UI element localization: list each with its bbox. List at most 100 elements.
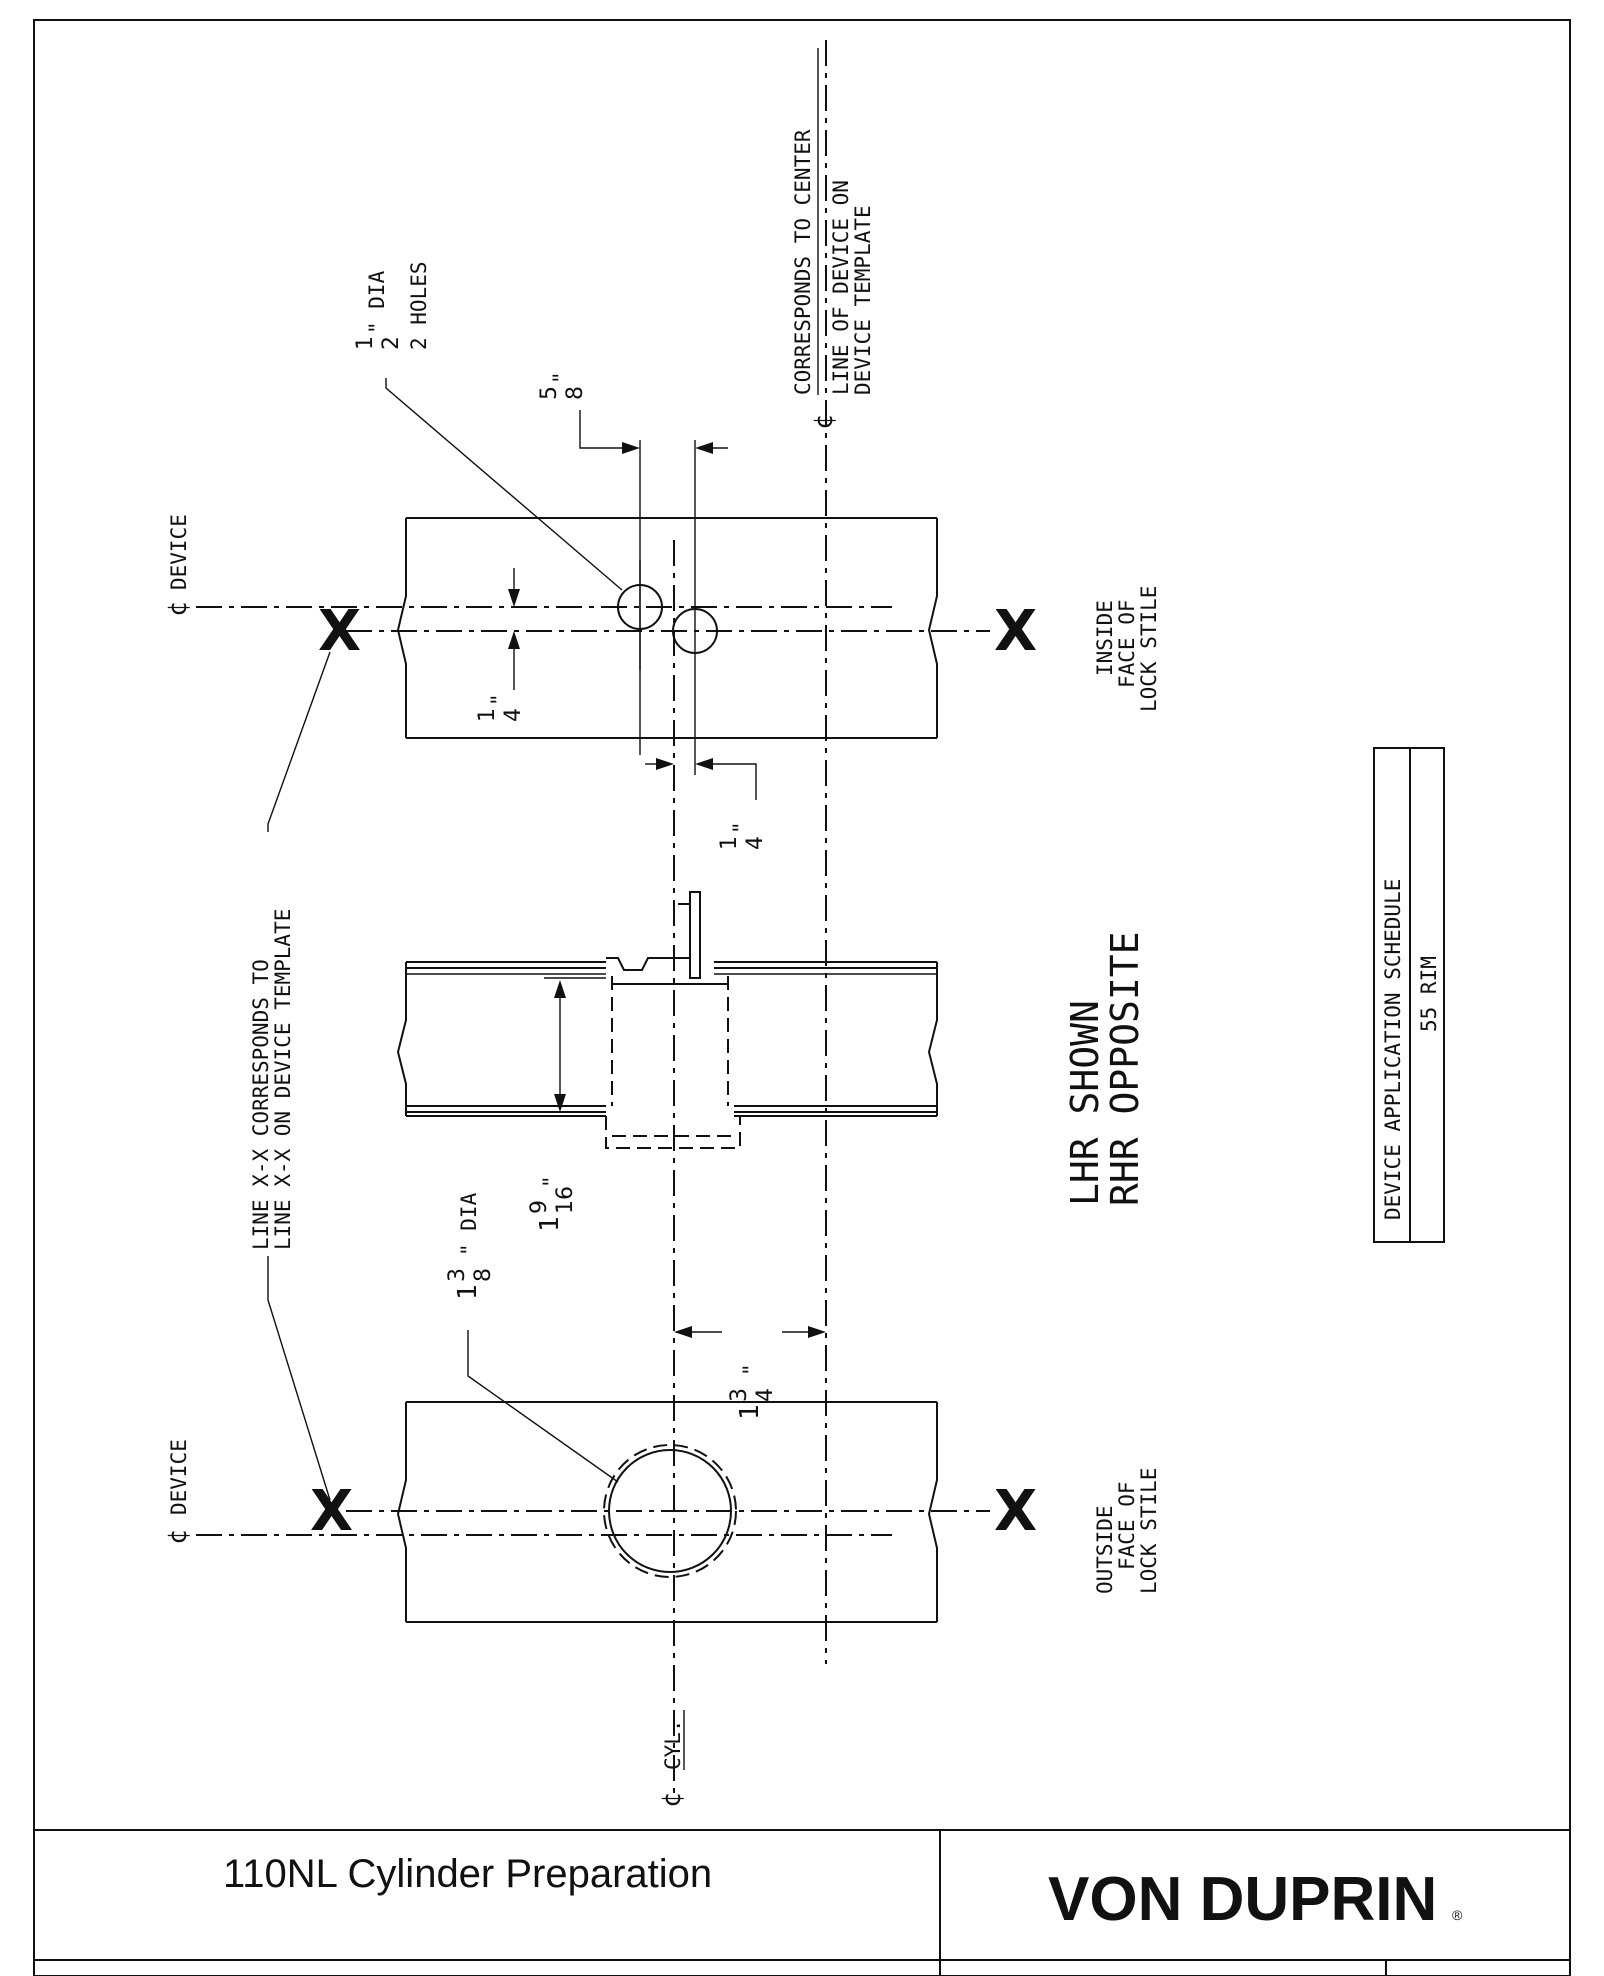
three-quarters-callout: 1 3 4 " [727, 1363, 778, 1420]
quarter-b-leader-right [712, 763, 757, 800]
half-dia-callout: 1 2 " DIA 2 HOLES [353, 261, 431, 350]
application-schedule-table: DEVICE APPLICATION SCHEDULE 55 RIM [1373, 747, 1445, 1243]
cyl-dia-den: 8 [471, 1268, 496, 1282]
line-x-x-note: LINE X-X CORRESPONDS TO LINE X-X ON DEVI… [249, 909, 295, 1250]
cyl-dia-whole: 1 [453, 1284, 483, 1300]
centerline-symbol-cyl: ¢ [657, 1792, 687, 1808]
cylinder-hidden-ring [605, 1116, 741, 1149]
x-mark-bottom-left: X [310, 1479, 353, 1544]
cyl-dia-leader [467, 1330, 619, 1483]
outside-face-note: OUTSIDE FACE OF LOCK STILE [1093, 1468, 1161, 1594]
x-mark-top-right: X [994, 599, 1037, 664]
schedule-header: DEVICE APPLICATION SCHEDULE [1381, 879, 1405, 1220]
quarter-b-arrow-right [695, 758, 713, 770]
x-mark-top-left: X [318, 599, 361, 664]
cyl-label: CYL. [661, 1719, 685, 1770]
sheet-border [33, 19, 1571, 1976]
quarter-b-den: 4 [743, 836, 768, 850]
half-dia-holes: 2 HOLES [407, 261, 431, 350]
svg-text:¢: ¢ [163, 1529, 193, 1545]
quarter-b-num: 1 [717, 836, 742, 850]
quarter-a-arrow-bottom [508, 631, 520, 649]
outside-stile-right-break [927, 1402, 938, 1622]
half-dia-den: 2 [379, 336, 404, 350]
device-label-2: DEVICE [167, 1439, 191, 1515]
inside-face-line-1: INSIDE [1093, 600, 1117, 676]
inside-stile-left-break [396, 518, 407, 738]
nine-sixteenths-den: 16 [553, 1186, 578, 1214]
nine-sixteenths-suffix: " [539, 1175, 563, 1188]
x-mark-bottom-right: X [994, 1479, 1037, 1544]
handing-note: LHR SHOWN RHR OPPOSITE [1063, 931, 1147, 1206]
inside-stile-right-break [927, 518, 938, 738]
quarter-a-num: 1 [475, 708, 500, 722]
outside-face-line-3: LOCK STILE [1137, 1468, 1161, 1594]
svg-text:¢: ¢ [809, 414, 839, 430]
template-note-line-3: DEVICE TEMPLATE [851, 205, 875, 395]
five-eighths-den: 8 [563, 386, 588, 400]
three-quarters-arrow-right [808, 1326, 826, 1338]
half-dia-num: 1 [353, 336, 378, 350]
quarter-a-arrow-top [508, 589, 520, 607]
svg-text:¢: ¢ [657, 1792, 687, 1808]
handing-line-1: LHR SHOWN [1063, 1000, 1107, 1206]
door-section-view [396, 891, 938, 1149]
svg-text:¢: ¢ [163, 601, 193, 617]
half-dia-leader [385, 378, 623, 591]
five-eighths-callout: 5 8 " [537, 371, 588, 400]
tailpiece [689, 891, 701, 979]
nine-sixteenths-arrow-top [554, 980, 566, 998]
cylinder-hole-hidden-ring [603, 1444, 737, 1578]
three-quarters-whole: 1 [735, 1404, 765, 1420]
nine-sixteenths-arrow-bottom [554, 1094, 566, 1112]
nine-sixteenths-num: 9 [527, 1200, 552, 1214]
template-note-line-1: CORRESPONDS TO CENTER [791, 129, 815, 395]
von-duprin-logo: VON DUPRIN ® [1048, 1865, 1463, 1934]
nine-sixteenths-whole: 1 [535, 1216, 565, 1232]
inside-stile-view [396, 517, 938, 739]
handing-line-2: RHR OPPOSITE [1103, 931, 1147, 1206]
inside-face-line-3: LOCK STILE [1137, 586, 1161, 712]
logo-text: VON DUPRIN [1048, 1865, 1437, 1934]
five-eighths-num: 5 [537, 386, 562, 400]
section-left-break [396, 962, 407, 1116]
three-quarters-num: 3 [727, 1388, 752, 1402]
registered-mark: ® [1452, 1907, 1463, 1923]
schedule-row-1: 55 RIM [1417, 956, 1441, 1032]
centerline-symbol-device-2: ¢ [163, 1529, 193, 1545]
quarter-a-suffix: " [487, 693, 511, 706]
nine-sixteenths-callout: 1 9 16 " [527, 1175, 578, 1232]
quarter-a-den: 4 [501, 708, 526, 722]
centerline-symbol-device-1: ¢ [163, 601, 193, 617]
cyl-dia-num: 3 [445, 1268, 470, 1282]
xx-note-line-2: LINE X-X ON DEVICE TEMPLATE [271, 909, 295, 1250]
five-eighths-arrow-right [695, 442, 713, 454]
three-quarters-suffix: " [739, 1363, 763, 1376]
cyl-dia-callout: 1 3 8 " DIA [445, 1192, 496, 1300]
centerline-symbol-template: ¢ [809, 414, 839, 430]
five-eighths-arrow-left [622, 442, 640, 454]
quarter-a-callout: 1 4 " [475, 693, 526, 722]
drawing-title: 110NL Cylinder Preparation [223, 1852, 712, 1896]
quarter-b-suffix: " [729, 821, 753, 834]
outside-face-line-2: FACE OF [1115, 1481, 1139, 1570]
five-eighths-leader [579, 410, 628, 449]
template-centerline-note: CORRESPONDS TO CENTER LINE OF DEVICE ON … [791, 129, 875, 395]
device-label-1: DEVICE [167, 514, 191, 590]
template-note-line-2: LINE OF DEVICE ON [829, 180, 853, 395]
xx-leader-top [267, 651, 331, 832]
three-quarters-arrow-left [674, 1326, 692, 1338]
inside-face-line-2: FACE OF [1115, 599, 1139, 688]
xx-note-line-1: LINE X-X CORRESPONDS TO [249, 959, 273, 1250]
outside-face-line-1: OUTSIDE [1093, 1505, 1117, 1594]
five-eighths-suffix: " [549, 371, 573, 384]
xx-leader-bottom [267, 1256, 331, 1501]
cylinder-rose [606, 957, 690, 971]
quarter-b-callout: 1 4 " [717, 821, 768, 850]
quarter-b-arrow-left [656, 758, 674, 770]
section-right-break [927, 962, 938, 1116]
inside-face-note: INSIDE FACE OF LOCK STILE [1093, 586, 1161, 712]
three-quarters-den: 4 [753, 1388, 778, 1402]
cyl-dia-suffix: " DIA [457, 1192, 481, 1256]
